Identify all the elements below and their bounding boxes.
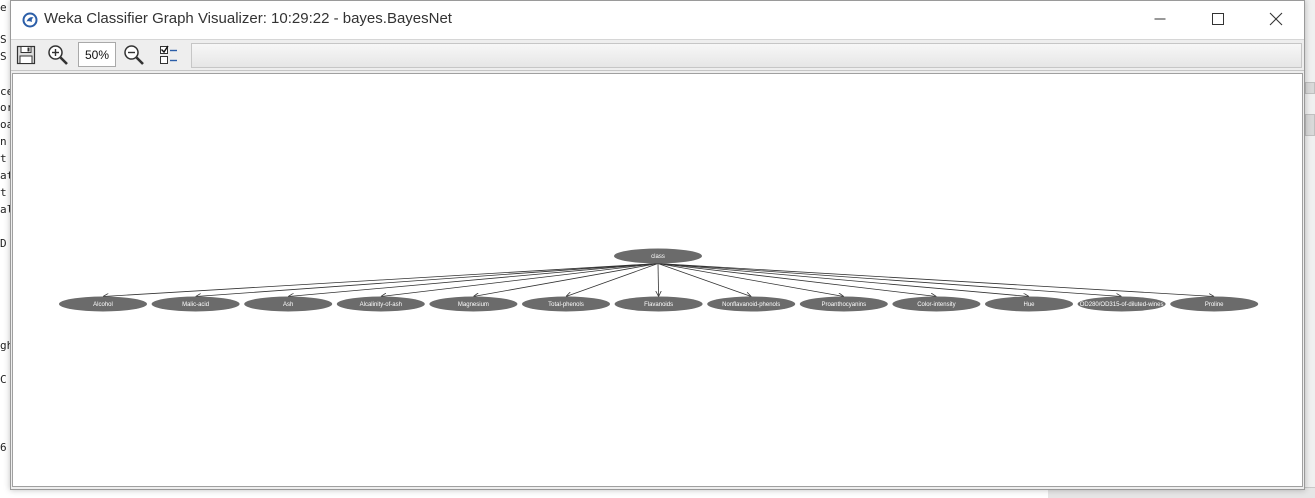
weka-bird-icon [22, 12, 38, 28]
graph-node-proline[interactable]: Proline [1170, 296, 1259, 312]
background-text-fragment: e [0, 1, 7, 14]
background-text-fragment: C [0, 373, 7, 386]
close-icon [1269, 12, 1283, 26]
graph-node-shape [59, 296, 147, 312]
zoom-in-icon [48, 45, 68, 65]
graph-node-shape [985, 296, 1073, 312]
graph-node-label: Color-intensity [917, 302, 955, 308]
graph-node-label: Alcalinity-of-ash [360, 302, 402, 308]
graph-node-alcalinity-of-ash[interactable]: Alcalinity-of-ash [336, 296, 425, 312]
graph-node-total-phenols[interactable]: Total-phenols [522, 296, 610, 312]
checklist-icon [160, 45, 177, 64]
graph-node-shape [1170, 296, 1259, 312]
background-text-fragment: at [0, 169, 10, 182]
graph-node-nonflavanoid-phenols[interactable]: Nonflavanoid-phenols [707, 296, 796, 312]
graph-node-shape [892, 296, 981, 312]
graph-edge-proanthocyanins [657, 263, 844, 297]
zoom-in-button[interactable] [44, 42, 72, 68]
graph-node-label: Hue [1023, 302, 1035, 308]
graph-visualizer-window: Weka Classifier Graph Visualizer: 10:29:… [10, 0, 1305, 490]
graph-node-ash[interactable]: Ash [244, 296, 333, 312]
graph-node-shape [1077, 296, 1166, 312]
background-text-fragment: n [0, 135, 7, 148]
graph-node-color-intensity[interactable]: Color-intensity [892, 296, 981, 312]
graph-node-proanthocyanins[interactable]: Proanthocyanins [799, 296, 888, 312]
graph-node-shape [336, 296, 425, 312]
window-title: Weka Classifier Graph Visualizer: 10:29:… [44, 10, 452, 27]
graph-node-flavanoids[interactable]: Flavanoids [614, 296, 703, 312]
minimize-icon [1154, 18, 1166, 20]
maximize-button[interactable] [1189, 1, 1247, 37]
graph-node-label: Proanthocyanins [821, 302, 866, 308]
background-text-fragment: S [0, 33, 7, 46]
graph-node-label: OD280/OD315-of-diluted-wines [1080, 302, 1164, 308]
background-text-fragment: t [0, 152, 7, 165]
graph-node-label: Alcohol [93, 302, 113, 308]
layout-options-button[interactable] [155, 42, 183, 68]
background-text-fragment: D [0, 237, 7, 250]
graph-node-label: Flavanoids [644, 302, 673, 308]
graph-node-malic-acid[interactable]: Malic-acid [151, 296, 240, 312]
maximize-icon [1212, 13, 1224, 25]
save-button[interactable] [12, 42, 40, 68]
graph-edge-hue [657, 263, 1029, 297]
zoom-out-button[interactable] [120, 42, 148, 68]
graph-node-od280-od315-of-diluted-wines[interactable]: OD280/OD315-of-diluted-wines [1077, 296, 1166, 312]
graph-node-label: Malic-acid [182, 302, 209, 308]
graph-node-shape [244, 296, 333, 312]
background-text-fragment: 6 [0, 441, 7, 454]
minimize-button[interactable] [1131, 1, 1189, 37]
graph-edge-alcalinity-of-ash [381, 263, 659, 297]
graph-canvas[interactable]: Alcohol Malic-acid Ash Alcalinity-of-ash Mag… [12, 73, 1303, 487]
graph-node-label: Nonflavanoid-phenols [722, 302, 780, 308]
background-scroll-piece [1305, 82, 1315, 94]
graph-node-label: class [651, 254, 665, 260]
graph-node-class[interactable]: class [614, 248, 702, 264]
graph-edge-flavanoids [658, 263, 659, 297]
background-text-fragment: al [0, 203, 10, 216]
graph-node-shape [614, 248, 702, 264]
graph-edge-nonflavanoid-phenols [657, 263, 751, 297]
graph-node-label: Total-phenols [548, 302, 584, 308]
graph-edge-total-phenols [566, 263, 659, 297]
graph-node-label: Magnesium [458, 302, 489, 308]
bayes-net-graph: Alcohol Malic-acid Ash Alcalinity-of-ash Mag… [59, 248, 1259, 312]
background-text-fragment: ce [0, 85, 10, 98]
save-icon [16, 45, 36, 65]
graph-node-label: Proline [1205, 302, 1224, 308]
graph-edge-color-intensity [657, 263, 936, 297]
graph-edge-magnesium [473, 263, 659, 297]
graph-edge-od280-od315-of-diluted-wines [657, 263, 1122, 297]
graph-node-shape [614, 296, 703, 312]
zoom-out-icon [124, 45, 144, 65]
background-text-fragment: or [0, 101, 10, 114]
toolbar-empty-area [191, 43, 1302, 68]
graph-node-alcohol[interactable]: Alcohol [59, 296, 147, 312]
graph-node-shape [429, 296, 518, 312]
toolbar [11, 39, 1304, 71]
graph-node-magnesium[interactable]: Magnesium [429, 296, 518, 312]
background-text-fragment: oa [0, 118, 10, 131]
background-scroll-piece [1305, 114, 1315, 136]
graph-edge-alcohol [103, 263, 659, 297]
graph-node-label: Ash [283, 302, 293, 308]
graph-edge-ash [288, 263, 659, 297]
background-text-fragment: S [0, 50, 7, 63]
graph-node-hue[interactable]: Hue [985, 296, 1073, 312]
close-button[interactable] [1247, 1, 1305, 37]
graph-edge-proline [657, 263, 1214, 297]
zoom-level-field[interactable] [78, 42, 116, 67]
background-text-fragment: t [0, 186, 7, 199]
graph-node-shape [799, 296, 888, 312]
graph-node-shape [707, 296, 796, 312]
graph-edge-malic-acid [196, 263, 659, 297]
title-bar[interactable]: Weka Classifier Graph Visualizer: 10:29:… [11, 1, 1304, 39]
background-text-fragment: gh [0, 339, 10, 352]
graph-node-shape [522, 296, 610, 312]
graph-node-shape [151, 296, 240, 312]
